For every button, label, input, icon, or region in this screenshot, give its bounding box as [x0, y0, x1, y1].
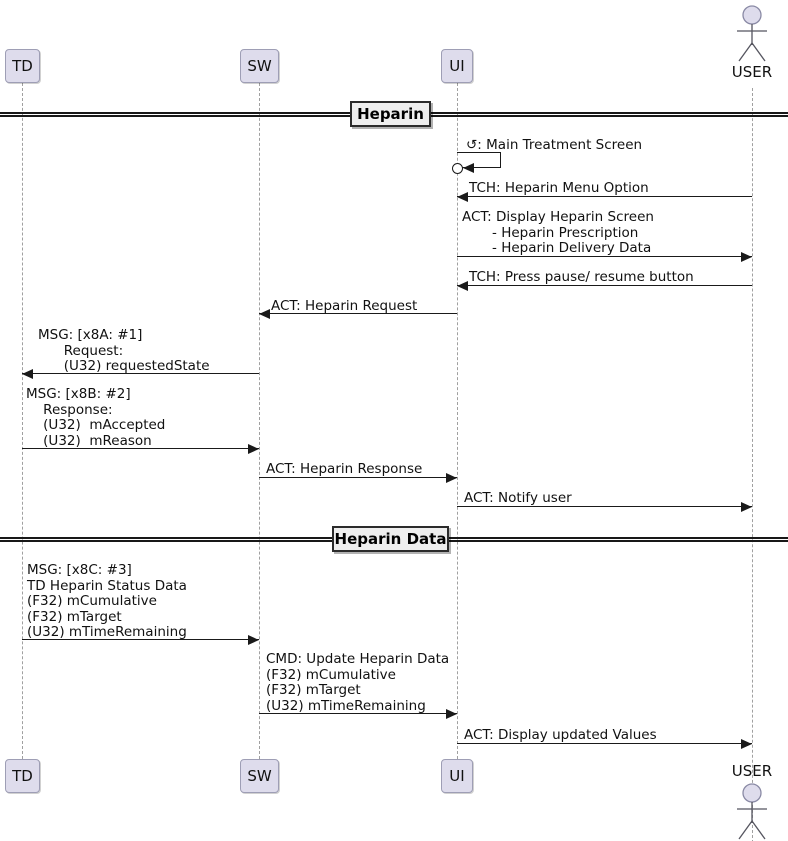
- msg-act-display-heparin-screen-line: [457, 256, 752, 257]
- actor-user-header-label: USER: [731, 63, 773, 81]
- msg-tch-heparin-menu-option-label: TCH: Heparin Menu Option: [469, 180, 649, 196]
- msg-tch-press-pause-resume-arrowhead: [457, 280, 468, 291]
- msg-8c-heparin-status-label: MSG: [x8C: #3] TD Heparin Status Data (F…: [27, 562, 187, 640]
- actor-user-footer[interactable]: [731, 783, 773, 841]
- msg-8a-request-label: MSG: [x8A: #1] Request: (U32) requestedS…: [38, 327, 210, 374]
- participant-sw-footer[interactable]: SW: [240, 759, 279, 793]
- msg-main-treatment-screen-found-circle: [451, 162, 463, 174]
- msg-act-heparin-response-label: ACT: Heparin Response: [266, 461, 423, 477]
- lifeline-user: [752, 88, 753, 841]
- msg-tch-press-pause-resume-line: [457, 285, 752, 286]
- participant-label: TD: [12, 766, 33, 785]
- msg-act-display-updated-values-line: [457, 743, 752, 744]
- msg-8b-response-arrowhead: [248, 443, 259, 454]
- msg-8a-request-arrowhead: [22, 368, 33, 379]
- divider-heparin: Heparin: [350, 101, 431, 127]
- actor-user-footer-label: USER: [731, 762, 773, 780]
- participant-td-footer[interactable]: TD: [5, 759, 40, 793]
- msg-8a-request-line: [22, 373, 259, 374]
- participant-td-header[interactable]: TD: [5, 49, 40, 83]
- lifeline-sw: [259, 83, 260, 759]
- msg-act-heparin-response-line: [259, 477, 457, 478]
- participant-label: UI: [449, 56, 465, 75]
- participant-label: SW: [247, 766, 272, 785]
- msg-act-heparin-request-line: [259, 313, 457, 314]
- msg-8b-response-label: MSG: [x8B: #2] Response: (U32) mAccepted…: [26, 386, 166, 449]
- participant-label: SW: [247, 56, 272, 75]
- msg-act-display-updated-values-label: ACT: Display updated Values: [464, 727, 657, 743]
- lifeline-td: [22, 83, 23, 759]
- msg-main-treatment-screen-loop: [457, 152, 501, 168]
- participant-ui-footer[interactable]: UI: [441, 759, 473, 793]
- msg-act-notify-user-line: [457, 506, 752, 507]
- msg-act-notify-user-arrowhead: [741, 501, 752, 512]
- msg-tch-heparin-menu-option-line: [457, 196, 752, 197]
- lifeline-ui: [457, 83, 458, 759]
- msg-main-treatment-screen-arrowhead: [463, 163, 474, 173]
- msg-8c-heparin-status-arrowhead: [248, 634, 259, 645]
- actor-user-header[interactable]: [731, 5, 773, 63]
- participant-label: UI: [449, 766, 465, 785]
- msg-act-display-heparin-screen-label: ACT: Display Heparin Screen - Heparin Pr…: [462, 209, 654, 256]
- msg-tch-press-pause-resume-label: TCH: Press pause/ resume button: [469, 269, 694, 285]
- msg-tch-heparin-menu-option-arrowhead: [457, 191, 468, 202]
- msg-cmd-update-heparin-data-label: CMD: Update Heparin Data (F32) mCumulati…: [266, 651, 450, 714]
- msg-cmd-update-heparin-data-line: [259, 713, 457, 714]
- msg-8b-response-line: [22, 448, 259, 449]
- msg-act-heparin-request-label: ACT: Heparin Request: [271, 298, 418, 314]
- msg-act-display-heparin-screen-arrowhead: [741, 251, 752, 262]
- divider-heparin-data-label: Heparin Data: [334, 530, 447, 548]
- msg-main-treatment-screen-label: ↺: Main Treatment Screen: [466, 137, 643, 153]
- participant-ui-header[interactable]: UI: [441, 49, 473, 83]
- msg-8c-heparin-status-line: [22, 639, 259, 640]
- msg-act-notify-user-label: ACT: Notify user: [464, 490, 572, 506]
- msg-cmd-update-heparin-data-arrowhead: [446, 708, 457, 719]
- divider-heparin-label: Heparin: [357, 105, 424, 123]
- msg-act-heparin-request-arrowhead: [259, 308, 270, 319]
- participant-sw-header[interactable]: SW: [240, 49, 279, 83]
- msg-act-heparin-response-arrowhead: [446, 472, 457, 483]
- msg-act-display-updated-values-arrowhead: [741, 738, 752, 749]
- participant-label: TD: [12, 56, 33, 75]
- divider-heparin-data: Heparin Data: [332, 526, 449, 552]
